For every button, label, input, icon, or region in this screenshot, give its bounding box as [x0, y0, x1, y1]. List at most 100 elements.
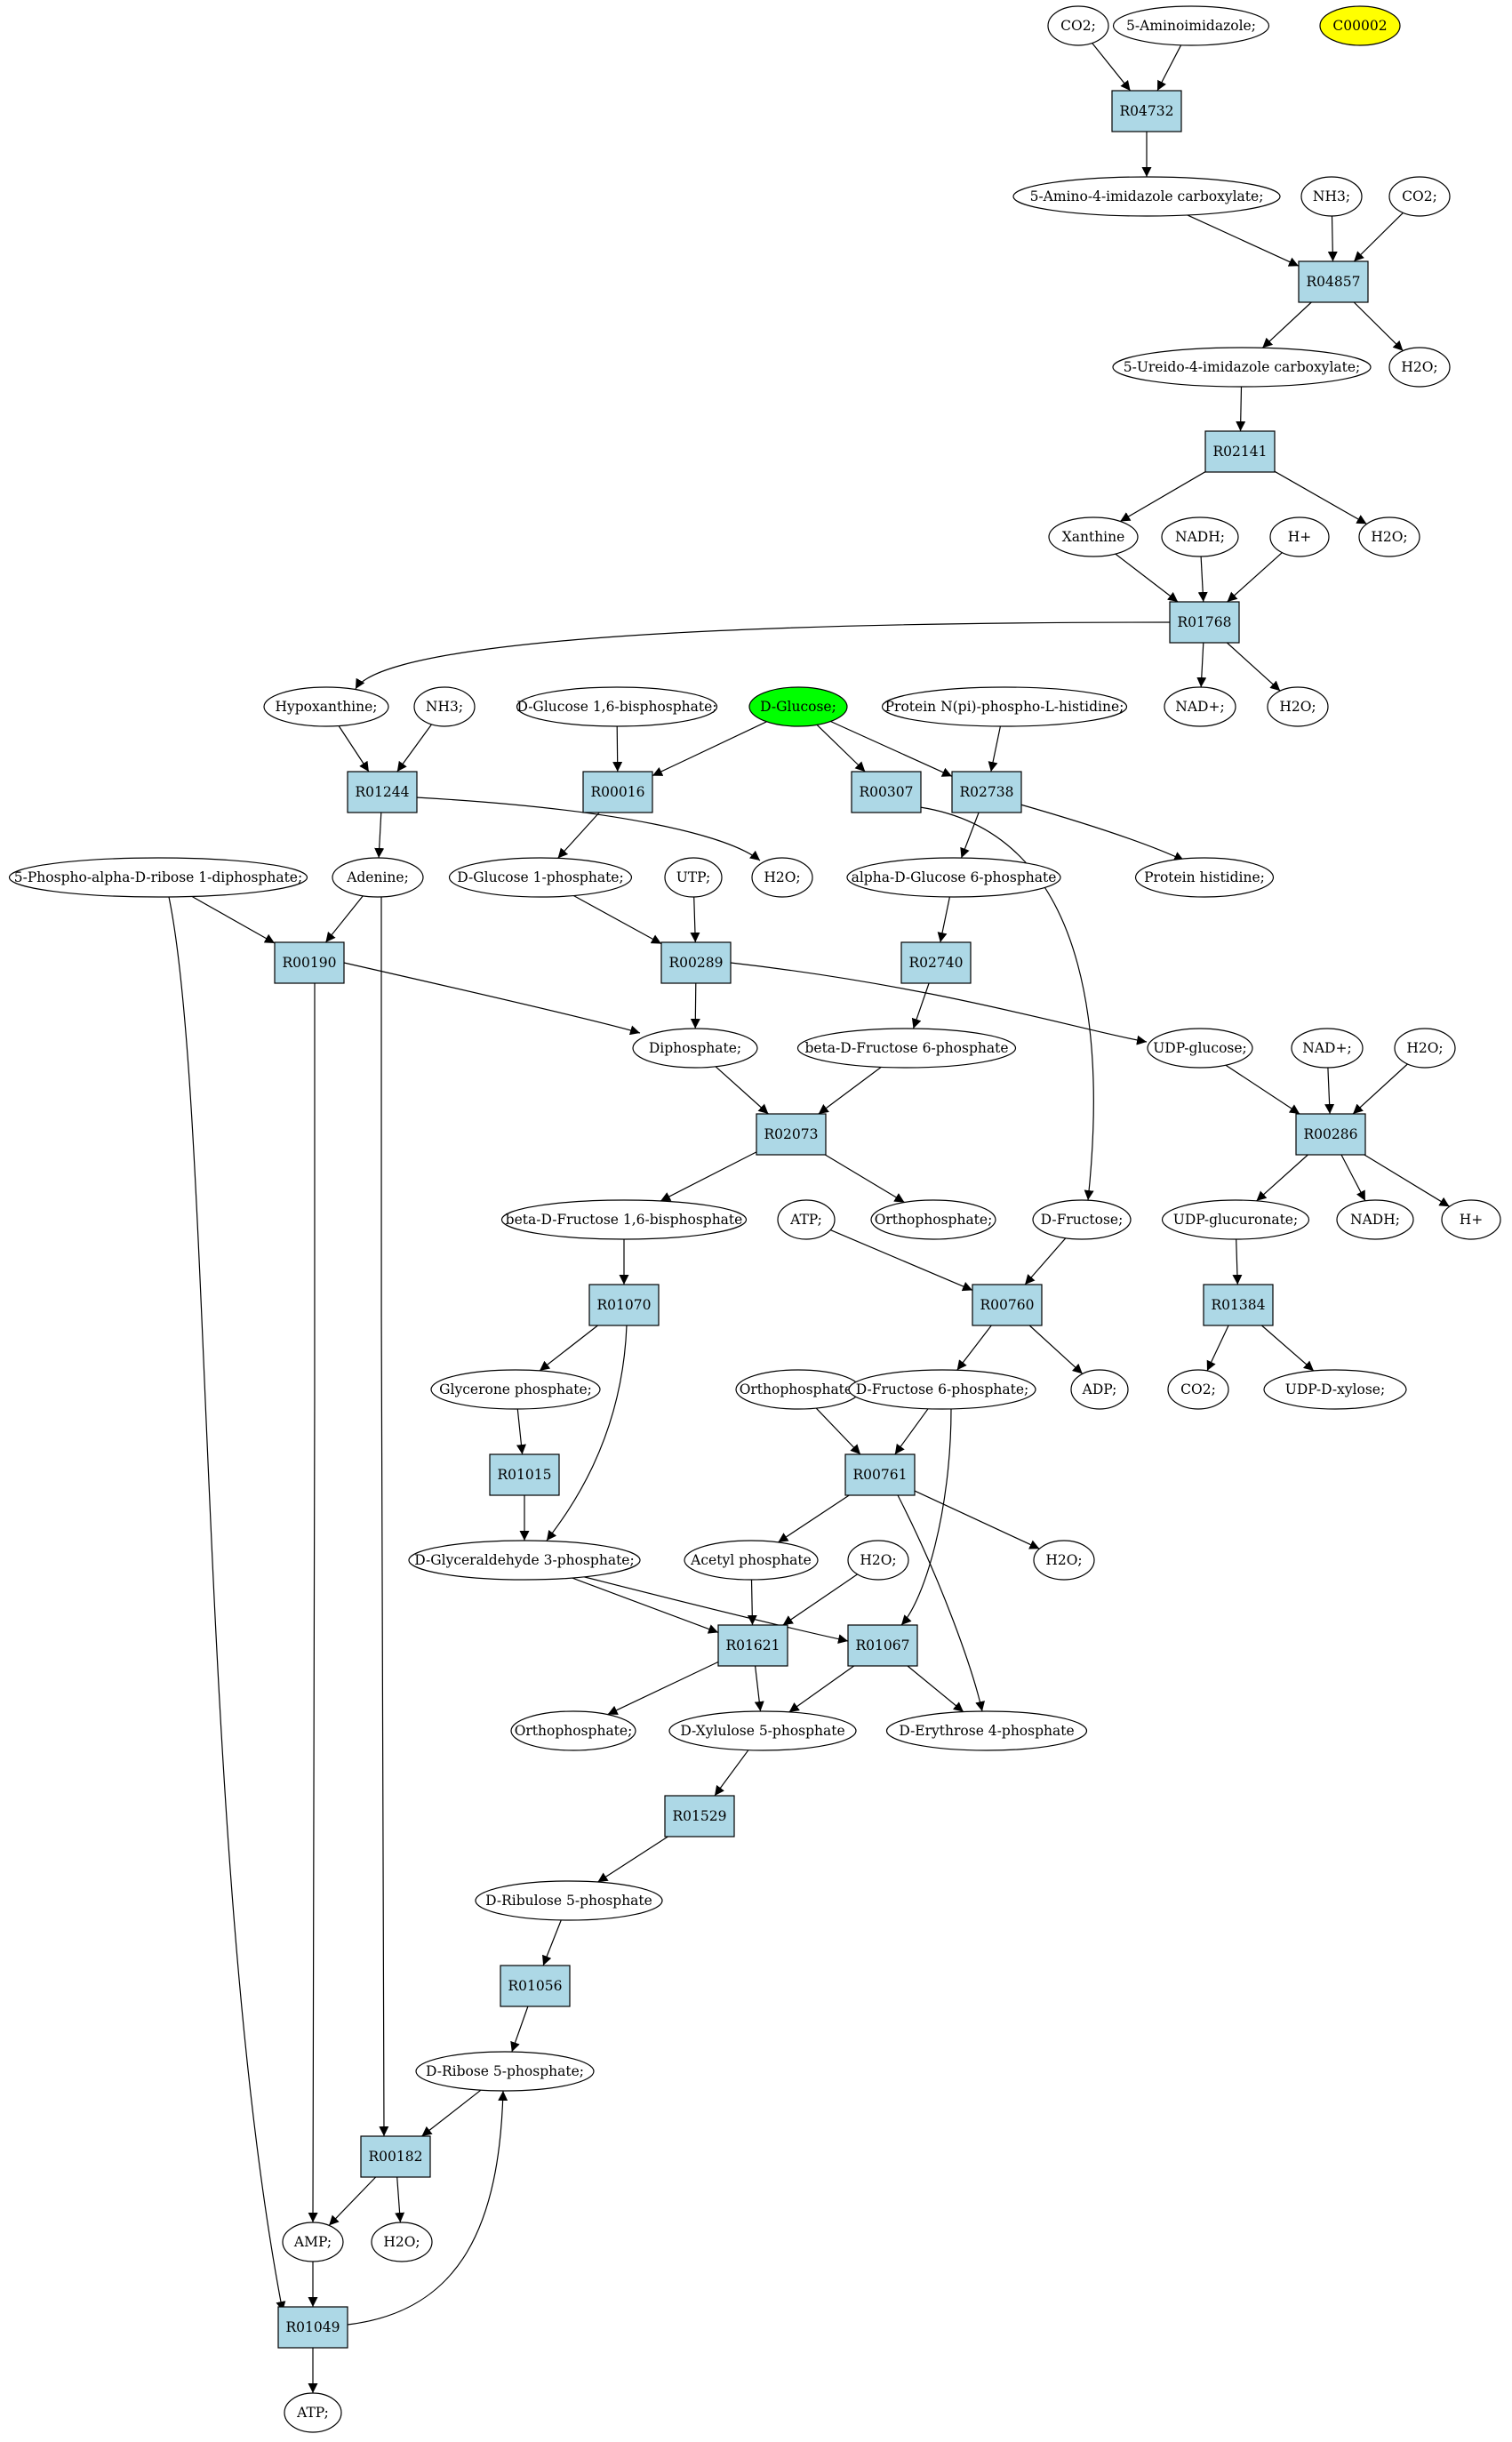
- compound-node-h2o_g[interactable]: H2O;: [847, 1540, 909, 1581]
- compound-node-atp_a[interactable]: ATP;: [777, 1199, 836, 1240]
- compound-node-c00002[interactable]: C00002: [1319, 5, 1401, 46]
- compound-ellipse: [748, 686, 848, 727]
- compound-node-glycerone_phosphate[interactable]: Glycerone phosphate;: [430, 1369, 601, 1410]
- compound-node-alpha_glucose_6p[interactable]: alpha-D-Glucose 6-phosphate: [846, 857, 1061, 898]
- compound-node-protein_phospho_histidine[interactable]: Protein N(pi)-phospho-L-histidine;: [881, 686, 1128, 727]
- reaction-node-r01070[interactable]: R01070: [588, 1284, 660, 1326]
- reaction-node-r01621[interactable]: R01621: [717, 1624, 788, 1667]
- compound-node-co2_a[interactable]: CO2;: [1047, 5, 1109, 46]
- compound-node-h2o_c[interactable]: H2O;: [1267, 686, 1329, 727]
- compound-node-nadh_b[interactable]: NADH;: [1336, 1199, 1414, 1240]
- compound-node-h2o_e[interactable]: H2O;: [1394, 1028, 1456, 1069]
- compound-node-nadplus_b[interactable]: NAD+;: [1291, 1028, 1364, 1069]
- compound-node-protein_histidine[interactable]: Protein histidine;: [1134, 857, 1275, 898]
- reaction-node-r01529[interactable]: R01529: [664, 1795, 735, 1838]
- compound-node-dxylulose_5p[interactable]: D-Xylulose 5-phosphate: [668, 1710, 857, 1751]
- compound-node-nadh_a[interactable]: NADH;: [1161, 516, 1239, 557]
- reaction-node-r00286[interactable]: R00286: [1295, 1113, 1366, 1156]
- compound-node-udp_glucuronate[interactable]: UDP-glucuronate;: [1161, 1199, 1310, 1240]
- compound-ellipse: [1012, 176, 1281, 217]
- compound-node-orthophosphate_a[interactable]: Orthophosphate;: [870, 1199, 996, 1240]
- compound-node-co2_c[interactable]: CO2;: [1167, 1369, 1229, 1410]
- compound-node-adp[interactable]: ADP;: [1070, 1369, 1129, 1410]
- compound-node-hplus_a[interactable]: H+: [1269, 516, 1330, 557]
- compound-node-prpp[interactable]: 5-Phospho-alpha-D-ribose 1-diphosphate;: [8, 857, 308, 898]
- reaction-box: [851, 771, 922, 813]
- reaction-node-r00016[interactable]: R00016: [582, 771, 653, 813]
- compound-node-aminoimidazole[interactable]: 5-Aminoimidazole;: [1112, 5, 1270, 46]
- node-label: Adenine;: [346, 869, 409, 885]
- compound-node-h2o_d[interactable]: H2O;: [751, 857, 813, 898]
- compound-node-amino_imidazole_carboxylate[interactable]: 5-Amino-4-imidazole carboxylate;: [1012, 176, 1281, 217]
- compound-node-nh3_b[interactable]: NH3;: [413, 686, 476, 727]
- compound-node-beta_fructose_6p[interactable]: beta-D-Fructose 6-phosphate: [796, 1028, 1017, 1069]
- reaction-node-r02141[interactable]: R02141: [1204, 430, 1276, 473]
- compound-node-hypoxanthine[interactable]: Hypoxanthine;: [263, 686, 389, 727]
- reaction-node-r02738[interactable]: R02738: [951, 771, 1022, 813]
- compound-node-nadplus_a[interactable]: NAD+;: [1164, 686, 1236, 727]
- reaction-node-r04857[interactable]: R04857: [1298, 260, 1369, 303]
- compound-node-xanthine[interactable]: Xanthine: [1048, 516, 1139, 557]
- compound-node-glyceraldehyde_3p[interactable]: D-Glyceraldehyde 3-phosphate;: [408, 1540, 641, 1581]
- compound-node-ureido_imidazole_carboxylate[interactable]: 5-Ureido-4-imidazole carboxylate;: [1112, 347, 1372, 388]
- reaction-node-r01049[interactable]: R01049: [277, 2306, 348, 2349]
- compound-node-dglucose_bisphosphate[interactable]: D-Glucose 1,6-bisphosphate;: [516, 686, 718, 727]
- reaction-node-r00289[interactable]: R00289: [660, 941, 732, 984]
- compound-node-amp[interactable]: AMP;: [282, 2222, 344, 2262]
- compound-node-udp_glucose[interactable]: UDP-glucose;: [1147, 1028, 1253, 1069]
- compound-ellipse: [415, 2051, 595, 2092]
- reaction-node-r00307[interactable]: R00307: [851, 771, 922, 813]
- compound-node-nh3_a[interactable]: NH3;: [1300, 176, 1363, 217]
- compound-node-h2o_a[interactable]: H2O;: [1388, 347, 1451, 388]
- edge-xanthine-to-r01768: [1115, 553, 1179, 603]
- compound-node-atp_b[interactable]: ATP;: [284, 2392, 342, 2433]
- compound-node-dribose_5p[interactable]: D-Ribose 5-phosphate;: [415, 2051, 595, 2092]
- compound-node-dglucose_1p[interactable]: D-Glucose 1-phosphate;: [448, 857, 633, 898]
- edge-r01768-to-h2o_c: [1226, 642, 1281, 692]
- reaction-node-r01015[interactable]: R01015: [489, 1453, 560, 1496]
- compound-node-h2o_f[interactable]: H2O;: [1033, 1540, 1095, 1581]
- compound-node-derythrose_4p[interactable]: D-Erythrose 4-phosphate: [885, 1710, 1088, 1751]
- node-label: 5-Phospho-alpha-D-ribose 1-diphosphate;: [14, 869, 302, 885]
- reaction-node-r00761[interactable]: R00761: [844, 1453, 916, 1496]
- edge-h2o_e-to-r00286: [1352, 1063, 1408, 1115]
- compound-node-h2o_b[interactable]: H2O;: [1358, 516, 1420, 557]
- reaction-node-r04732[interactable]: R04732: [1111, 90, 1182, 132]
- compound-node-utp[interactable]: UTP;: [664, 857, 723, 898]
- reaction-node-r00190[interactable]: R00190: [274, 941, 345, 984]
- reaction-node-r01244[interactable]: R01244: [347, 771, 418, 813]
- edge-r01384-to-co2_c: [1206, 1325, 1229, 1372]
- edge-r00289-to-udp_glucose: [730, 962, 1148, 1045]
- reaction-node-r01384[interactable]: R01384: [1203, 1284, 1274, 1326]
- compound-node-co2_b[interactable]: CO2;: [1388, 176, 1451, 217]
- compound-ellipse: [632, 1028, 758, 1069]
- edge-r01070-to-glyceraldehyde_3p: [546, 1325, 628, 1541]
- compound-node-acetyl_phosphate[interactable]: Acetyl phosphate: [684, 1540, 819, 1581]
- node-label: NH3;: [1313, 188, 1350, 204]
- reaction-node-r01056[interactable]: R01056: [500, 1965, 571, 2007]
- compound-node-udp_xylose[interactable]: UDP-D-xylose;: [1263, 1369, 1407, 1410]
- reaction-node-r01067[interactable]: R01067: [847, 1624, 918, 1667]
- compound-ellipse: [777, 1199, 836, 1240]
- compound-node-orthophosphate_b[interactable]: Orthophosphate;: [735, 1369, 861, 1410]
- reaction-node-r01768[interactable]: R01768: [1169, 601, 1240, 644]
- compound-node-orthophosphate_c[interactable]: Orthophosphate;: [510, 1710, 636, 1751]
- compound-node-h2o_h[interactable]: H2O;: [371, 2222, 433, 2262]
- reaction-node-r00760[interactable]: R00760: [972, 1284, 1043, 1326]
- compound-ellipse: [1388, 347, 1451, 388]
- compound-node-dglucose[interactable]: D-Glucose;: [748, 686, 848, 727]
- compound-ellipse: [1112, 5, 1270, 46]
- compound-node-beta_fructose_16bp[interactable]: beta-D-Fructose 1,6-bisphosphate: [500, 1199, 748, 1240]
- compound-node-dfructose_6p[interactable]: D-Fructose 6-phosphate;: [848, 1369, 1036, 1410]
- reaction-node-r02740[interactable]: R02740: [900, 941, 972, 984]
- compound-node-dfructose[interactable]: D-Fructose;: [1032, 1199, 1132, 1240]
- edge-r04857-to-ureido_imidazole_carboxylate: [1261, 301, 1312, 348]
- compound-node-dribulose_5p[interactable]: D-Ribulose 5-phosphate: [475, 1880, 663, 1921]
- reaction-node-r02073[interactable]: R02073: [756, 1113, 827, 1156]
- compound-ellipse: [332, 857, 424, 898]
- compound-ellipse: [408, 1540, 641, 1581]
- compound-node-diphosphate[interactable]: Diphosphate;: [632, 1028, 758, 1069]
- reaction-node-r00182[interactable]: R00182: [360, 2135, 431, 2178]
- compound-node-adenine[interactable]: Adenine;: [332, 857, 424, 898]
- compound-node-hplus_b[interactable]: H+: [1441, 1199, 1501, 1240]
